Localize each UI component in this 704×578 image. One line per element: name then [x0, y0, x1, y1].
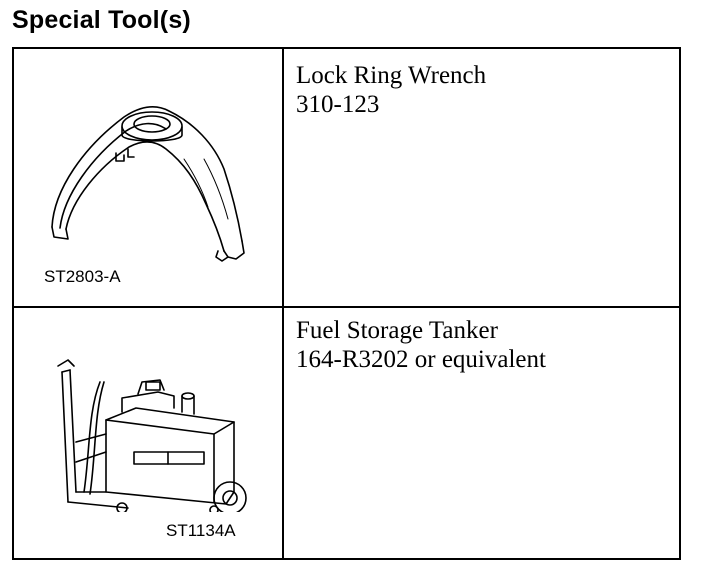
- tool-number: 164-R3202 or equivalent: [296, 346, 546, 373]
- tool-image-code: ST2803-A: [44, 267, 121, 286]
- page-title: Special Tool(s): [12, 6, 191, 34]
- lock-ring-wrench-icon: [51, 105, 245, 262]
- tool-name: Fuel Storage Tanker: [296, 317, 498, 344]
- tool-row: ST2803-A Lock Ring Wrench 310-123: [14, 49, 679, 308]
- tool-image-code: ST1134A: [166, 521, 236, 540]
- tool-name: Lock Ring Wrench: [296, 62, 487, 89]
- tool-number: 310-123: [296, 91, 380, 118]
- tool-image-cell: ST2803-A: [14, 49, 284, 306]
- tool-description-cell: Fuel Storage Tanker 164-R3202 or equival…: [284, 308, 679, 558]
- tool-image-cell: ST1134A: [14, 308, 284, 558]
- tool-row: ST1134A Fuel Storage Tanker 164-R3202 or…: [14, 308, 679, 558]
- tool-description-cell: Lock Ring Wrench 310-123: [284, 49, 679, 306]
- fuel-storage-tanker-icon: [57, 359, 247, 512]
- special-tools-table: ST2803-A Lock Ring Wrench 310-123: [12, 47, 681, 560]
